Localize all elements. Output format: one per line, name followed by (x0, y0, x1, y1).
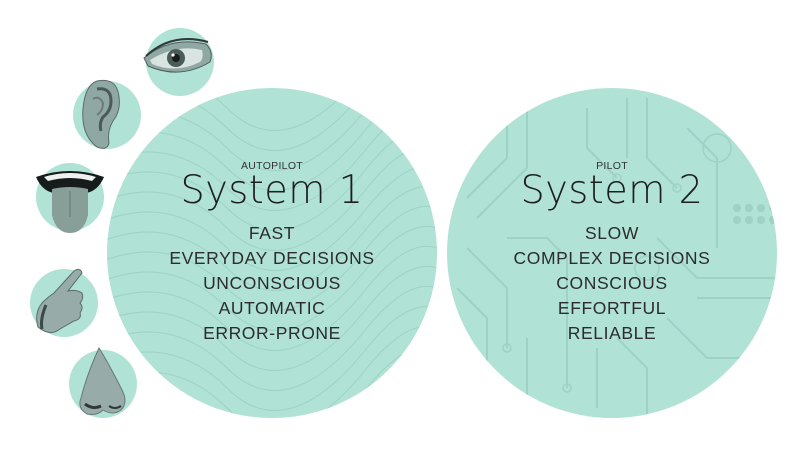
system1-trait: AUTOMATIC (218, 298, 326, 318)
system2-eyebrow: PILOT (596, 160, 628, 172)
system1-trait: UNCONSCIOUS (203, 273, 341, 293)
eye-circle (143, 28, 214, 96)
mouth-tongue-icon (36, 171, 104, 233)
system2-trait: COMPLEX DECISIONS (513, 248, 711, 268)
system1-trait: ERROR-PRONE (203, 323, 341, 343)
system1-traits: FAST EVERYDAY DECISIONS UNCONSCIOUS AUTO… (107, 221, 437, 346)
eye-icon (143, 38, 212, 73)
system2-trait: CONSCIOUS (556, 273, 668, 293)
hand-circle (30, 268, 98, 337)
mouth-circle (36, 163, 104, 233)
system2-trait: RELIABLE (567, 323, 657, 343)
system1-eyebrow: AUTOPILOT (240, 160, 304, 172)
nose-circle (69, 346, 137, 418)
wavy-lines-texture (107, 88, 437, 418)
system2-trait: EFFORTFUL (557, 298, 667, 318)
system2-trait: SLOW (585, 223, 639, 243)
circuit-board-texture (456, 93, 777, 418)
hand-touch-icon (36, 268, 84, 333)
system2-circle: PILOT System 2 SLOW COMPLEX DECISIONS CO… (447, 88, 777, 418)
ear-icon (82, 79, 120, 149)
ear-circle (73, 79, 141, 149)
system1-trait: FAST (248, 223, 296, 243)
system1-circle: AUTOPILOT System 1 FAST EVERYDAY DECISIO… (107, 88, 437, 418)
system2-traits: SLOW COMPLEX DECISIONS CONSCIOUS EFFORTF… (447, 221, 777, 346)
system1-trait: EVERYDAY DECISIONS (169, 248, 375, 268)
nose-icon (79, 346, 126, 415)
system2-title: System 2 (520, 168, 704, 213)
system1-title: System 1 (180, 168, 364, 213)
